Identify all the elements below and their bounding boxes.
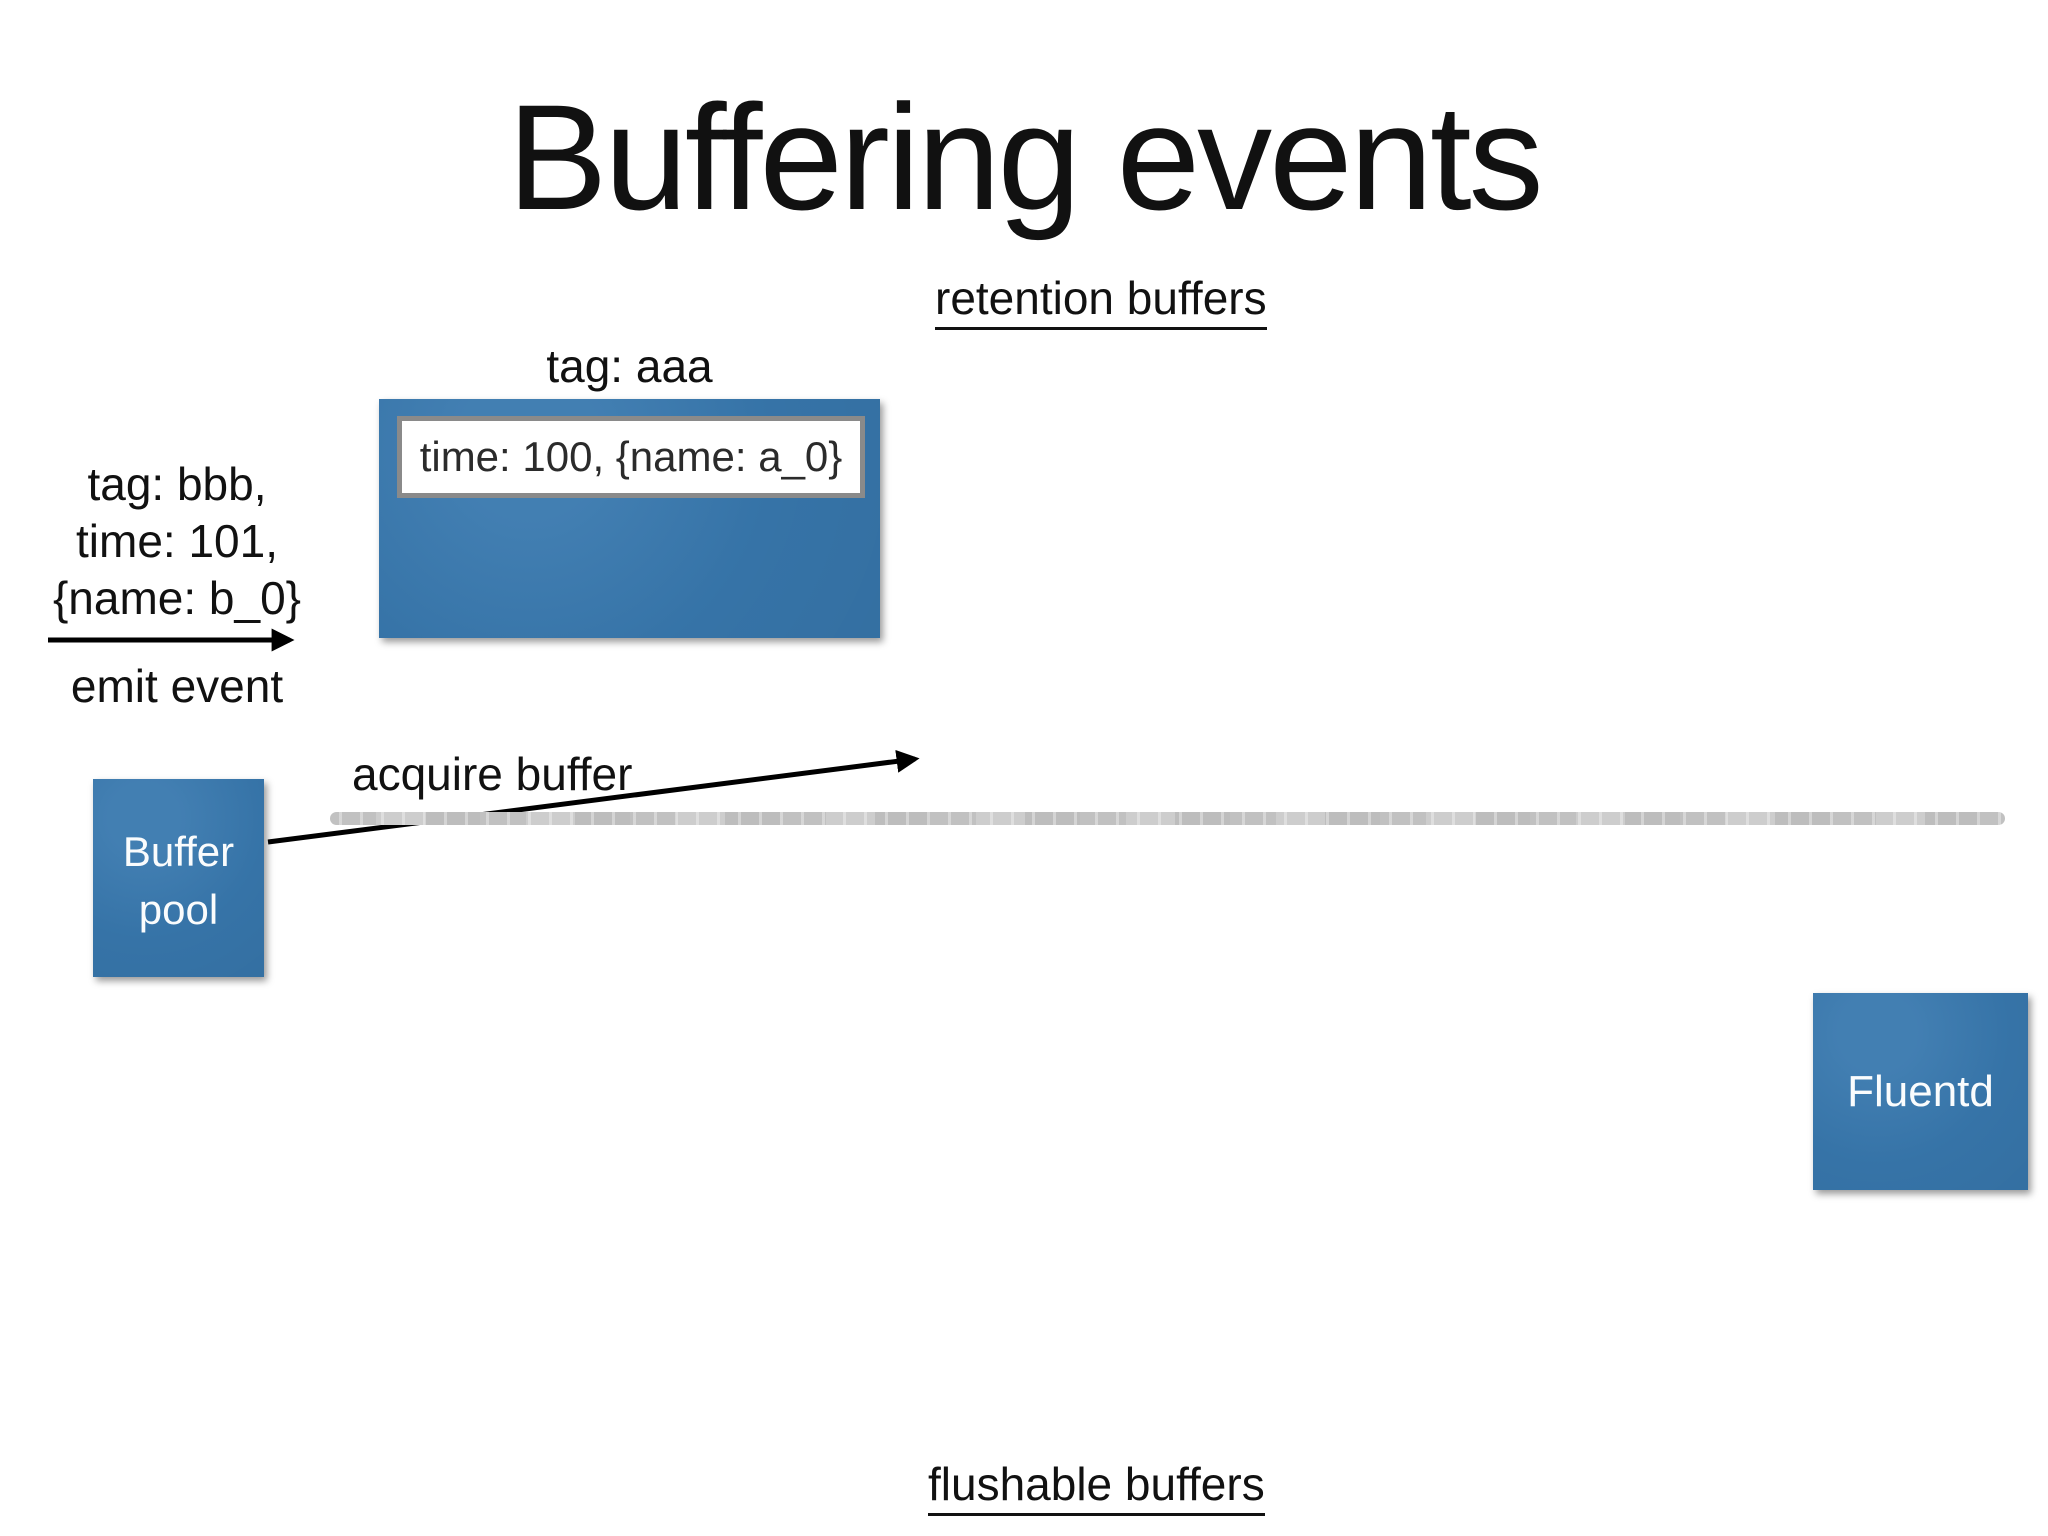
event-tag-line: tag: bbb, [87,458,267,510]
buffer-chunk-text: time: 100, {name: a_0} [419,433,843,480]
buffer-pool-label-line2: pool [138,886,219,933]
chalk-divider-line [330,812,2005,825]
event-payload-line: {name: b_0} [52,572,302,624]
emit-event-label: emit event [70,660,284,712]
acquire-buffer-label: acquire buffer [352,748,633,800]
event-time-line: time: 101, [76,515,278,567]
fluentd-box: Fluentd [1813,993,2028,1190]
flushable-buffers-label: flushable buffers [928,1458,1265,1516]
retention-buffers-label: retention buffers [935,272,1267,330]
buffer-pool-label-line1: Buffer [122,828,235,875]
buffer-pool-box: Buffer pool [93,779,264,977]
tag-aaa-label: tag: aaa [546,340,713,392]
fluentd-label: Fluentd [1847,1066,1994,1116]
emitted-event-record: tag: bbb, time: 101, {name: b_0} [30,456,324,627]
buffer-chunk: time: 100, {name: a_0} [397,416,865,498]
slide-title: Buffering events [507,73,1543,241]
retention-buffer-box: time: 100, {name: a_0} [379,399,880,638]
